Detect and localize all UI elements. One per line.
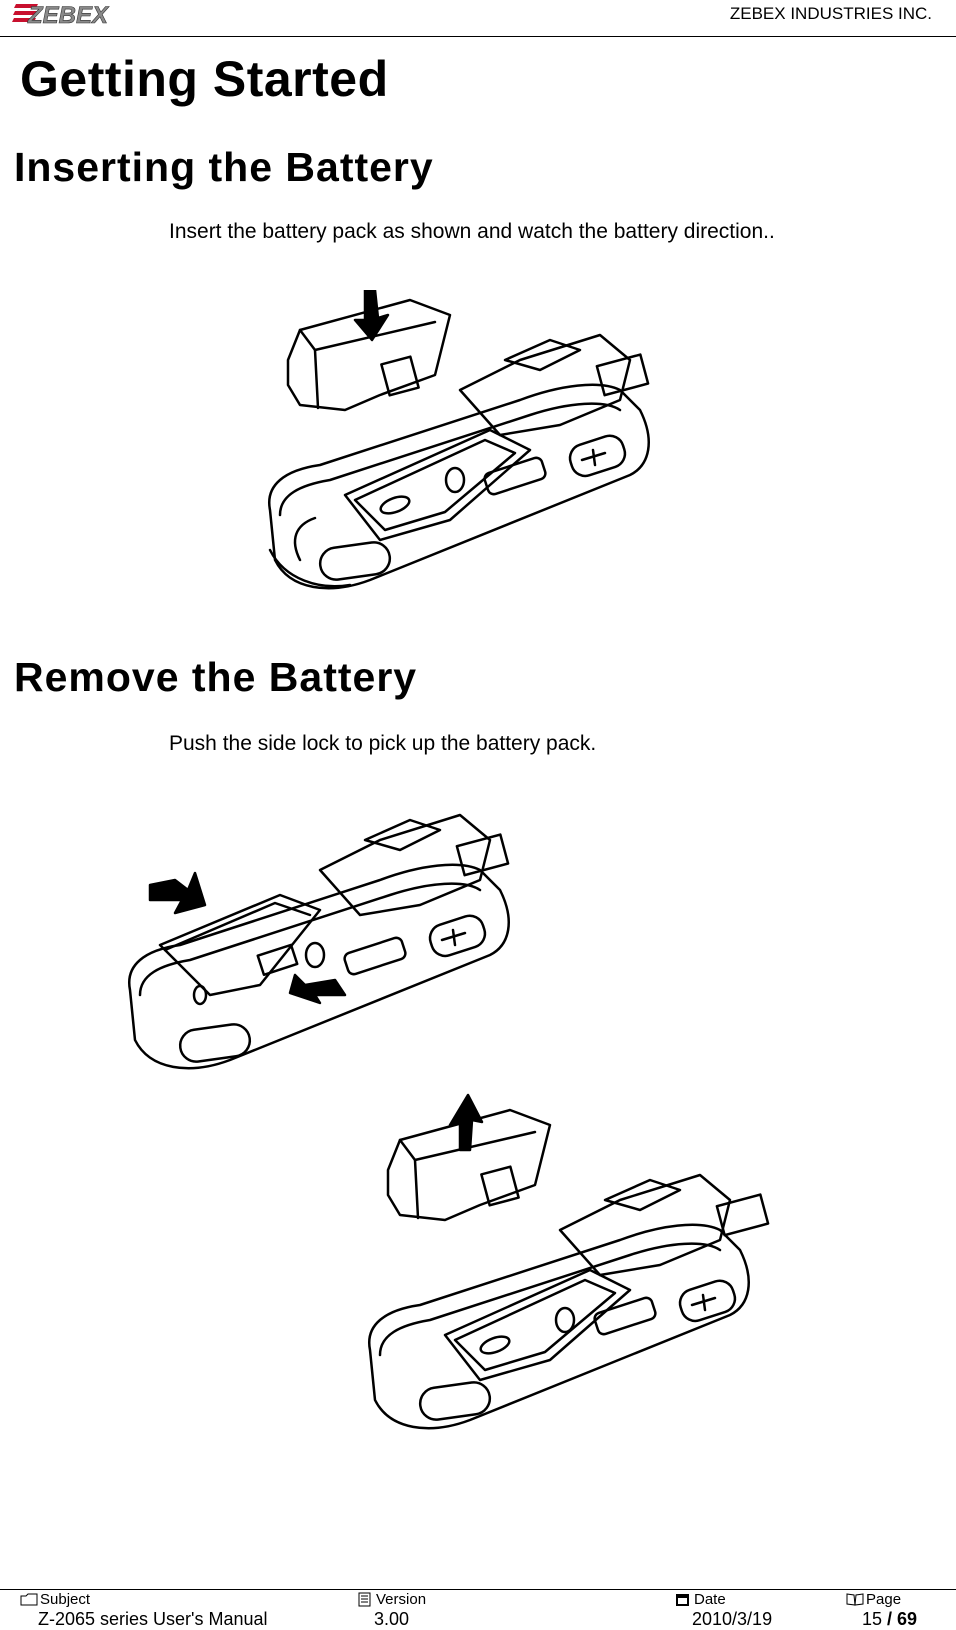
- footer-divider: [0, 1589, 956, 1590]
- folder-icon: [20, 1593, 38, 1606]
- side-lock-illustration: [127, 813, 510, 1070]
- book-icon: [846, 1593, 864, 1606]
- footer-date-label: Date: [674, 1591, 726, 1608]
- page-total: / 69: [887, 1609, 918, 1629]
- footer-page-label: Page: [846, 1591, 901, 1608]
- footer-page-value: 15 / 69: [862, 1609, 917, 1630]
- section-heading-remove: Remove the Battery: [14, 654, 418, 700]
- svg-text:ZEBEX: ZEBEX: [27, 2, 110, 28]
- footer-date-value: 2010/3/19: [692, 1609, 773, 1629]
- page-current: 15: [862, 1609, 883, 1629]
- battery-insert-illustration: [267, 290, 650, 590]
- footer-version-label: Version: [356, 1591, 426, 1608]
- section-heading-insert: Inserting the Battery: [14, 144, 434, 190]
- section-text-remove: Push the side lock to pick up the batter…: [169, 732, 597, 755]
- footer-subject-label: Subject: [20, 1591, 90, 1608]
- battery-remove-illustration: [367, 1093, 770, 1430]
- footer-subject-value: Z-2065 series User's Manual: [38, 1609, 268, 1629]
- company-name: ZEBEX INDUSTRIES INC.: [729, 4, 932, 23]
- section-text-insert: Insert the battery pack as shown and wat…: [169, 220, 775, 243]
- page-title: Getting Started: [20, 51, 389, 107]
- document-icon: [358, 1592, 371, 1607]
- zebex-logo: ZEBEX: [12, 2, 110, 28]
- calendar-icon: [676, 1594, 689, 1606]
- header-divider: [0, 36, 956, 37]
- footer-version-value: 3.00: [374, 1609, 410, 1629]
